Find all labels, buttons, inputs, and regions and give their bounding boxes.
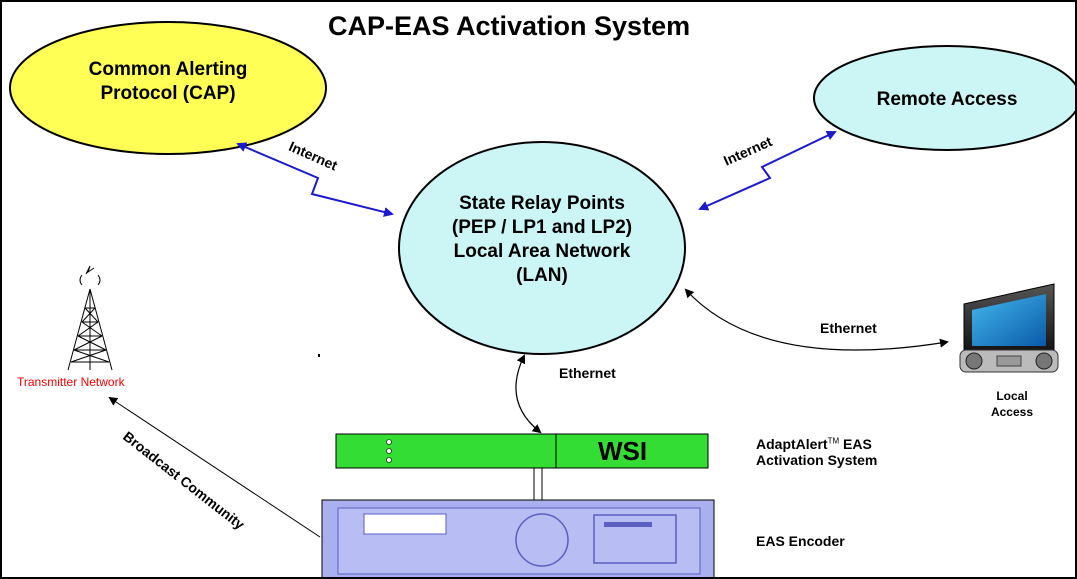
- ethernet-link-local: [684, 288, 949, 351]
- ethernet-label-local: Ethernet: [820, 320, 877, 336]
- cap-label: Common Alerting Protocol (CAP): [48, 58, 288, 106]
- relay-label-line1: State Relay Points: [459, 193, 625, 214]
- relay-label-line4: (LAN): [516, 265, 568, 287]
- radio-tower-icon: [67, 265, 113, 371]
- local-access-label: Local Access: [972, 389, 1052, 420]
- local-access-line1: Local: [996, 389, 1028, 403]
- broadcast-arrow: [108, 396, 321, 538]
- adaptalert-label: AdaptAlertTM EAS Activation System: [756, 436, 877, 468]
- adaptalert-suffix: EAS: [839, 436, 872, 452]
- ethernet-label-wsi: Ethernet: [559, 365, 616, 381]
- wsi-activation-box[interactable]: [335, 433, 709, 469]
- eas-encoder-device[interactable]: [321, 499, 715, 579]
- relay-label-line3: Local Area Network: [453, 241, 631, 263]
- stray-mark: [318, 354, 320, 357]
- relay-ellipse[interactable]: [398, 141, 686, 355]
- internet-link-left: [236, 142, 394, 217]
- adaptalert-trademark: TM: [827, 436, 840, 446]
- eas-encoder-label: EAS Encoder: [756, 533, 845, 549]
- cap-label-line1: Common Alerting: [88, 59, 248, 80]
- adaptalert-line1: AdaptAlertTM EAS: [756, 436, 877, 452]
- local-access-line2: Access: [990, 404, 1034, 419]
- adaptalert-line2: Activation System: [756, 452, 878, 469]
- remote-access-ellipse[interactable]: [813, 45, 1077, 151]
- relay-label: State Relay Points (PEP / LP1 and LP2) L…: [412, 192, 672, 289]
- transmitter-network-label: Transmitter Network: [17, 375, 125, 389]
- internet-link-right: [698, 130, 837, 211]
- diagram-title: CAP-EAS Activation System: [328, 11, 691, 41]
- relay-label-line2: (PEP / LP1 and LP2): [451, 217, 633, 239]
- ethernet-link-wsi: [515, 354, 542, 434]
- monitor-icon[interactable]: [959, 283, 1059, 373]
- remote-access-label: Remote Access: [876, 89, 1018, 110]
- cap-label-line2: Protocol (CAP): [100, 83, 236, 105]
- adaptalert-name: AdaptAlert: [756, 436, 828, 452]
- wsi-logo: WSI: [598, 436, 648, 466]
- cap-ellipse[interactable]: [9, 21, 327, 155]
